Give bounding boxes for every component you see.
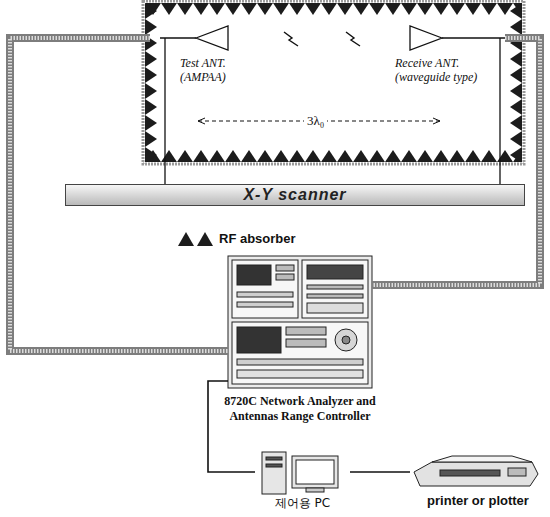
absorber-teeth bbox=[145, 3, 522, 162]
absorber-tooth bbox=[289, 150, 305, 162]
absorber-tooth bbox=[305, 3, 321, 15]
absorber-tooth bbox=[193, 150, 209, 162]
absorber-tooth bbox=[257, 3, 273, 15]
absorber-tooth bbox=[225, 3, 241, 15]
network-analyzer-box: 8720C Network Analyzer and Antennas Rang… bbox=[228, 256, 372, 424]
absorber-tooth bbox=[449, 150, 465, 162]
absorber-tooth bbox=[145, 131, 157, 147]
absorber-tooth bbox=[337, 3, 353, 15]
printer-box: printer or plotter bbox=[410, 452, 546, 509]
absorber-tooth bbox=[369, 3, 385, 15]
absorber-tooth bbox=[161, 3, 177, 15]
absorber-tooth bbox=[417, 3, 433, 15]
absorber-tooth bbox=[510, 147, 522, 162]
node-text: printer or plotter bbox=[410, 493, 546, 509]
absorber-tooth bbox=[161, 150, 177, 162]
absorber-tooth bbox=[225, 150, 241, 162]
control-wire bbox=[350, 472, 410, 473]
absorber-tooth bbox=[177, 3, 193, 15]
absorber-tooth bbox=[510, 67, 522, 83]
absorber-tooth bbox=[385, 3, 401, 15]
absorber-symbol bbox=[178, 232, 213, 246]
absorber-tooth bbox=[145, 51, 157, 67]
connector-line bbox=[372, 38, 540, 285]
absorber-tooth bbox=[510, 3, 522, 19]
printer bbox=[414, 456, 538, 486]
radiation-symbol bbox=[284, 32, 360, 46]
absorber-tooth bbox=[510, 99, 522, 115]
absorber-tooth bbox=[481, 3, 497, 15]
node-text: 제어용 PC bbox=[255, 496, 350, 511]
absorber-tooth bbox=[510, 19, 522, 35]
absorber-tooth bbox=[369, 150, 385, 162]
control-pc bbox=[262, 452, 338, 494]
absorber-tooth bbox=[433, 3, 449, 15]
absorber-tooth bbox=[145, 83, 157, 99]
absorber-tooth bbox=[417, 150, 433, 162]
pc-box: 제어용 PC bbox=[255, 452, 350, 511]
network-analyzer bbox=[228, 256, 372, 388]
absorber-tooth bbox=[510, 83, 522, 99]
absorber-tooth bbox=[273, 150, 289, 162]
absorber-tooth bbox=[510, 51, 522, 67]
absorber-tooth bbox=[241, 3, 257, 15]
absorber-tooth bbox=[145, 147, 157, 162]
absorber-tooth bbox=[510, 131, 522, 147]
absorber-tooth bbox=[433, 150, 449, 162]
absorber-tooth bbox=[209, 3, 225, 15]
node-text: 8720C Network Analyzer and Antennas Rang… bbox=[215, 394, 385, 424]
legend-note: RF absorber bbox=[219, 231, 296, 247]
absorber-tooth bbox=[353, 3, 369, 15]
absorber-tooth bbox=[497, 3, 513, 15]
absorber-tooth bbox=[305, 150, 321, 162]
chamber-outline bbox=[143, 1, 524, 164]
absorber-tooth bbox=[241, 150, 257, 162]
antenna-label: Receive ANT. (waveguide type) bbox=[385, 22, 505, 84]
absorber-tooth bbox=[385, 150, 401, 162]
absorber-tooth bbox=[321, 3, 337, 15]
absorber-tooth bbox=[145, 19, 157, 35]
absorber-tooth bbox=[145, 3, 157, 19]
absorber-tooth bbox=[465, 150, 481, 162]
absorber-tooth bbox=[401, 3, 417, 15]
absorber-tooth bbox=[289, 3, 305, 15]
absorber-tooth bbox=[257, 150, 273, 162]
test-antenna bbox=[160, 26, 228, 184]
absorber-tooth bbox=[510, 115, 522, 131]
rf-cable bbox=[372, 38, 540, 285]
node-text: Receive ANT. (waveguide type) bbox=[395, 56, 495, 84]
antenna-label: Test ANT. (AMPAA) bbox=[150, 22, 262, 84]
absorber-tooth bbox=[145, 115, 157, 131]
dimension-label: 3λ₀ bbox=[304, 112, 327, 129]
absorber-tooth bbox=[145, 99, 157, 115]
absorber-tooth bbox=[209, 150, 225, 162]
node-text: Test ANT. (AMPAA) bbox=[180, 56, 248, 84]
absorber-tooth bbox=[353, 150, 369, 162]
connector-line bbox=[350, 471, 410, 473]
node-text: X-Y scanner bbox=[66, 185, 524, 205]
absorber-tooth bbox=[401, 150, 417, 162]
absorber-tooth bbox=[177, 150, 193, 162]
absorber-tooth bbox=[449, 3, 465, 15]
absorber-tooth bbox=[145, 67, 157, 83]
cable-texture bbox=[372, 38, 540, 285]
absorber-tooth bbox=[193, 3, 209, 15]
absorber-tooth bbox=[465, 3, 481, 15]
absorber-tooth bbox=[273, 3, 289, 15]
scanner-bar: X-Y scanner bbox=[65, 184, 525, 206]
absorber-tooth bbox=[481, 150, 497, 162]
absorber-tooth bbox=[337, 150, 353, 162]
receive-antenna bbox=[410, 26, 505, 184]
absorber-tooth bbox=[321, 150, 337, 162]
